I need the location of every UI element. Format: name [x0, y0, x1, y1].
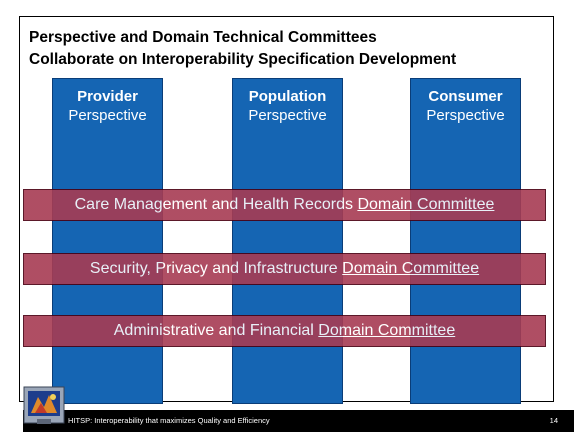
perspective-label: Perspective: [248, 107, 327, 124]
domain-band-care-management: Care Management and Health Records Domai…: [23, 189, 546, 221]
title-line-2: Collaborate on Interoperability Specific…: [29, 51, 457, 68]
domain-name: Care Management and Health Records: [74, 196, 358, 213]
domain-committee-link[interactable]: Domain Committee: [357, 196, 495, 213]
perspective-label: Perspective: [426, 107, 505, 124]
domain-band-administrative: Administrative and Financial Domain Comm…: [23, 315, 546, 347]
perspective-name: Provider: [77, 88, 138, 105]
perspective-column-provider: Provider Perspective: [52, 78, 163, 404]
domain-name: Administrative and Financial: [113, 322, 319, 339]
perspective-column-population: Population Perspective: [232, 78, 343, 404]
slide-title: Perspective and Domain Technical Committ…: [29, 27, 549, 71]
domain-committee-link[interactable]: Domain Committee: [342, 260, 480, 277]
domain-band-security: Security, Privacy and Infrastructure Dom…: [23, 253, 546, 285]
perspective-name: Consumer: [428, 88, 503, 105]
domain-name: Security, Privacy and Infrastructure: [89, 260, 343, 277]
perspective-column-consumer: Consumer Perspective: [410, 78, 521, 404]
domain-committee-link[interactable]: Domain Committee: [318, 322, 456, 339]
perspective-name: Population: [248, 88, 327, 105]
page-number: 14: [549, 416, 558, 425]
footer-bar: HITSP: Interoperability that maximizes Q…: [23, 410, 574, 432]
footer-text: HITSP: Interoperability that maximizes Q…: [68, 416, 270, 425]
hitsp-monitor-logo-icon: [23, 386, 65, 426]
perspective-label: Perspective: [68, 107, 147, 124]
title-line-1: Perspective and Domain Technical Committ…: [29, 29, 377, 46]
